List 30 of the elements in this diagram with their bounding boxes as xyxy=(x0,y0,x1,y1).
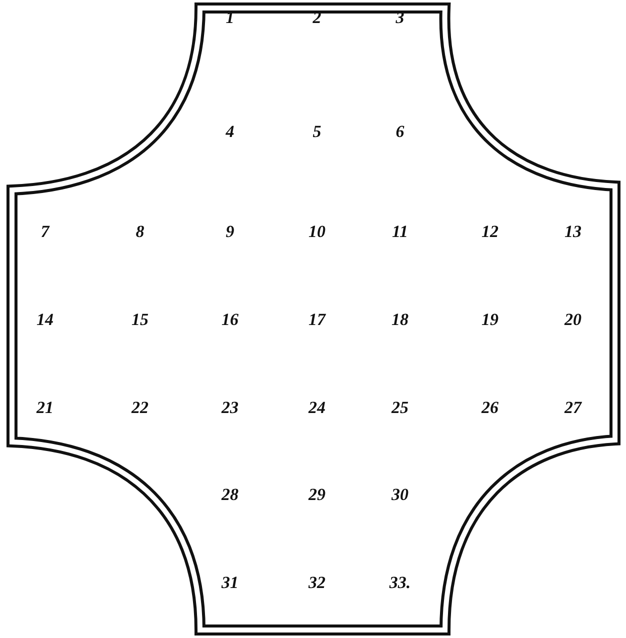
hole-number: 26 xyxy=(482,398,498,418)
hole-number: 23 xyxy=(222,398,238,418)
hole-number: 18 xyxy=(392,310,408,330)
hole-number: 15 xyxy=(132,310,148,330)
hole-number: 6 xyxy=(396,122,404,142)
hole-number: 4 xyxy=(226,122,234,142)
hole-number: 8 xyxy=(136,222,144,242)
hole-number: 33. xyxy=(389,573,411,593)
hole-number: 27 xyxy=(564,398,582,418)
hole-number: 10 xyxy=(308,222,326,242)
hole-number: 28 xyxy=(222,485,238,505)
hole-number: 12 xyxy=(482,222,498,242)
hole-number: 17 xyxy=(308,310,326,330)
hole-number: 11 xyxy=(392,222,408,242)
hole-number: 7 xyxy=(40,222,50,242)
hole-number: 32 xyxy=(308,573,326,593)
hole-number: 16 xyxy=(222,310,238,330)
hole-number: 25 xyxy=(392,398,408,418)
hole-number: 14 xyxy=(36,310,54,330)
hole-number: 20 xyxy=(564,310,582,330)
hole-number: 19 xyxy=(482,310,498,330)
hole-number: 21 xyxy=(36,398,54,418)
hole-number: 30 xyxy=(392,485,408,505)
hole-number: 24 xyxy=(308,398,326,418)
hole-number: 9 xyxy=(226,222,234,242)
hole-number: 5 xyxy=(312,122,322,142)
hole-number: 22 xyxy=(132,398,148,418)
hole-number: 13 xyxy=(564,222,582,242)
hole-number: 29 xyxy=(308,485,326,505)
hole-number: 31 xyxy=(222,573,238,593)
